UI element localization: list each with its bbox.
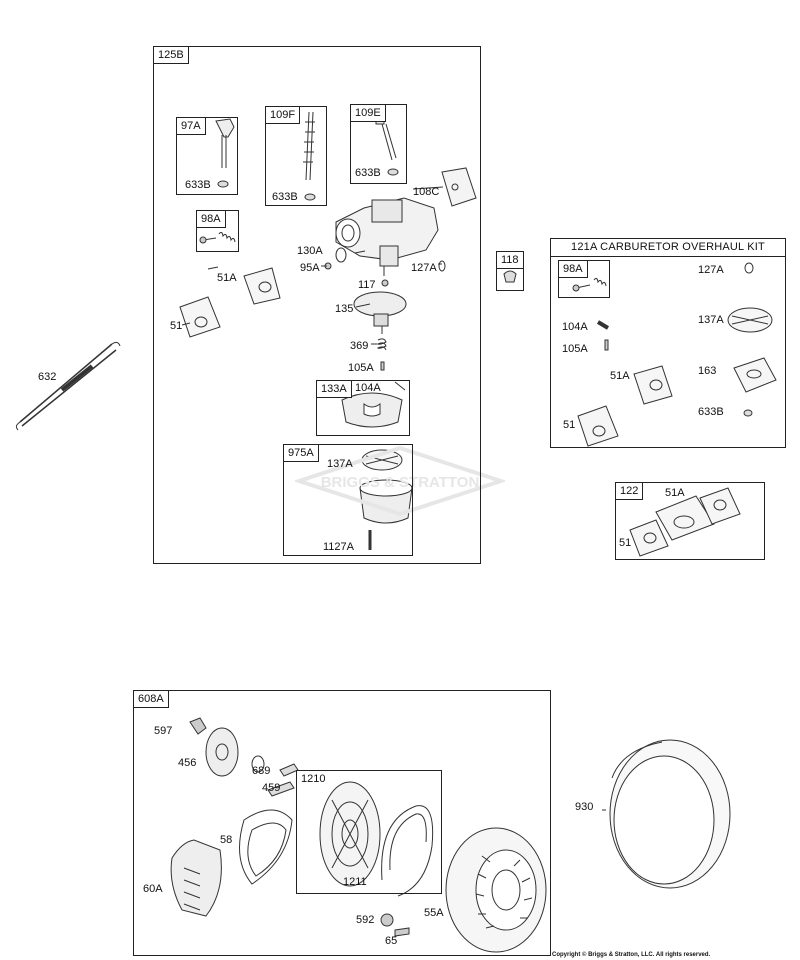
kit-label-51a: 51A — [610, 370, 630, 382]
group-kit-98a: 98A — [558, 260, 610, 298]
rope-1211-part — [381, 805, 434, 897]
group-kit-98a-tag: 98A — [559, 261, 588, 278]
label-135: 135 — [335, 303, 354, 315]
group-133a: 133A — [316, 380, 410, 436]
label-633b-97a: 633B — [185, 179, 211, 191]
label-60a: 60A — [143, 883, 163, 895]
group-118-tag: 118 — [497, 252, 524, 269]
group-122-tag: 122 — [616, 483, 644, 500]
group-133a-tag: 133A — [317, 381, 352, 398]
kit-label-127a: 127A — [698, 264, 724, 276]
label-592: 592 — [356, 914, 375, 926]
carburetor-body-part — [335, 197, 439, 276]
group-109f: 109F — [265, 106, 327, 206]
group-125b-tag: 125B — [154, 47, 189, 64]
kit-label-633b: 633B — [698, 406, 724, 418]
screw-118-part — [503, 270, 517, 283]
throttle-shaft-part — [303, 111, 316, 201]
group-109e: 109E — [350, 104, 407, 184]
group-1210-tag: 1210 — [301, 773, 326, 785]
kit-label-51: 51 — [563, 419, 576, 431]
screw-597-part — [189, 717, 207, 735]
label-456: 456 — [178, 757, 197, 769]
label-117: 117 — [358, 279, 376, 291]
label-369: 369 — [350, 340, 369, 352]
group-608a-tag: 608A — [134, 691, 169, 708]
idle-screw-part — [199, 231, 236, 244]
group-975a-tag: 975A — [284, 445, 319, 462]
group-608a: 608A — [133, 690, 551, 956]
gasket-51a-part — [243, 267, 281, 305]
spring-369-part — [376, 338, 387, 351]
brand-watermark: BRIGGS & STRATTON — [295, 446, 505, 516]
label-930: 930 — [575, 801, 594, 813]
label-127a: 127A — [411, 262, 437, 274]
label-95a: 95A — [300, 262, 320, 274]
label-58: 58 — [220, 834, 233, 846]
group-121a-kit: 121A CARBURETOR OVERHAUL KIT — [550, 238, 786, 448]
label-597: 597 — [154, 725, 173, 737]
kit-title: 121A CARBURETOR OVERHAUL KIT — [551, 239, 785, 257]
handle-60a-part — [170, 839, 222, 917]
choke-lever-part — [215, 118, 235, 188]
kit-label-163: 163 — [698, 365, 717, 377]
label-633b-109f: 633B — [272, 191, 298, 203]
group-109f-tag: 109F — [266, 107, 301, 124]
group-1210: 1210 — [296, 770, 442, 894]
governor-link-part — [15, 341, 121, 431]
label-137a: 137A — [327, 458, 353, 470]
gasket-label-51a: 51A — [665, 487, 685, 499]
group-98a: 98A — [196, 210, 239, 252]
kit-label-104a: 104A — [562, 321, 588, 333]
group-975a: 975A — [283, 444, 413, 556]
label-1211: 1211 — [343, 876, 367, 888]
kit-label-137a: 137A — [698, 314, 724, 326]
label-459: 459 — [262, 782, 281, 794]
copyright-notice: Copyright © Briggs & Stratton, LLC. All … — [552, 952, 711, 958]
group-109e-tag: 109E — [351, 105, 386, 122]
pawl-plate-456-part — [205, 727, 239, 777]
spring-58-part — [239, 809, 293, 885]
label-104a: 104A — [355, 382, 381, 394]
label-1127a: 1127A — [323, 541, 354, 553]
label-55a: 55A — [424, 907, 444, 919]
kit-label-105a: 105A — [562, 343, 588, 355]
label-51a: 51A — [217, 272, 237, 284]
label-51: 51 — [170, 320, 183, 332]
group-98a-tag: 98A — [197, 211, 226, 228]
gasket-108c-part — [441, 167, 477, 207]
group-122: 122 — [615, 482, 765, 560]
watermark-text: BRIGGS & STRATTON — [321, 474, 480, 491]
label-633b-109e: 633B — [355, 167, 381, 179]
130A-part — [335, 247, 347, 263]
label-632: 632 — [38, 371, 57, 383]
label-105a: 105A — [348, 362, 374, 374]
float-part — [353, 291, 407, 334]
label-108c: 108C — [413, 186, 440, 198]
group-118: 118 — [496, 251, 524, 291]
label-130a: 130A — [297, 245, 323, 257]
label-689: 689 — [252, 765, 271, 777]
group-97a-tag: 97A — [177, 118, 206, 135]
gasket-label-51: 51 — [619, 537, 632, 549]
group-125b: 125B — [153, 46, 481, 564]
group-97a: 97A — [176, 117, 238, 195]
label-65: 65 — [385, 935, 398, 947]
